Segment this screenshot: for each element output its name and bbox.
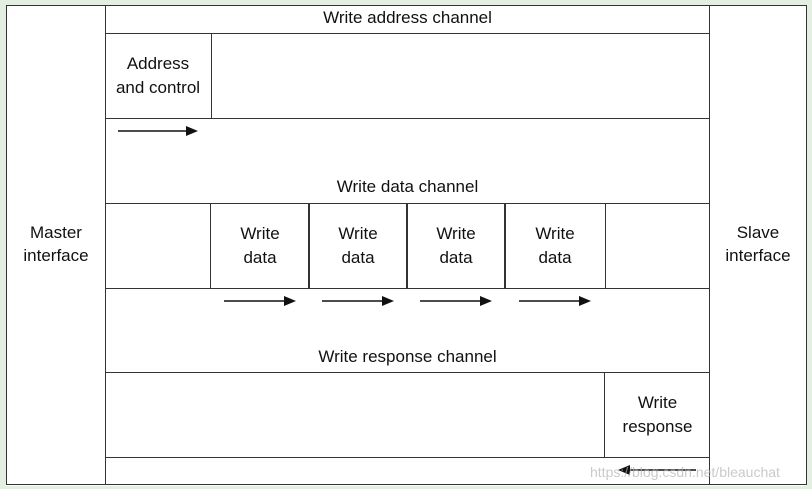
write-response-channel-band: [105, 372, 710, 458]
slave-interface-label: Slave interface: [725, 223, 791, 265]
write-response-channel-title: Write response channel: [318, 347, 497, 366]
write-data-label-3: Write data: [436, 224, 476, 267]
write-response-cell: Write response: [604, 372, 710, 458]
write-address-channel-band: [105, 33, 710, 119]
write-data-cell-3: Write data: [406, 203, 506, 289]
address-and-control-cell: Address and control: [105, 33, 212, 119]
write-response-label: Write response: [622, 393, 693, 436]
data-arrow-right-3: [420, 295, 492, 307]
write-data-channel-title: Write data channel: [336, 177, 479, 196]
bottom-border: [105, 484, 710, 485]
watermark-text: https://blog.csdn.net/bleauchat: [590, 464, 780, 480]
write-data-label-1: Write data: [240, 224, 280, 267]
data-arrow-right-4: [519, 295, 591, 307]
slave-interface-box: Slave interface: [709, 5, 807, 485]
master-interface-label: Master interface: [23, 223, 89, 265]
write-data-label-4: Write data: [535, 224, 575, 267]
write-data-label-2: Write data: [338, 224, 378, 267]
data-arrow-right-2: [322, 295, 394, 307]
write-address-channel-title: Write address channel: [323, 8, 492, 27]
address-arrow-right: [118, 125, 198, 137]
data-arrow-right-1: [224, 295, 296, 307]
address-and-control-label: Address and control: [115, 54, 201, 97]
write-data-cell-4: Write data: [504, 203, 606, 289]
write-data-cell-1: Write data: [210, 203, 310, 289]
master-interface-box: Master interface: [6, 5, 106, 485]
top-border: [105, 5, 710, 6]
response-arrow-left: [618, 464, 696, 476]
write-data-cell-2: Write data: [308, 203, 408, 289]
